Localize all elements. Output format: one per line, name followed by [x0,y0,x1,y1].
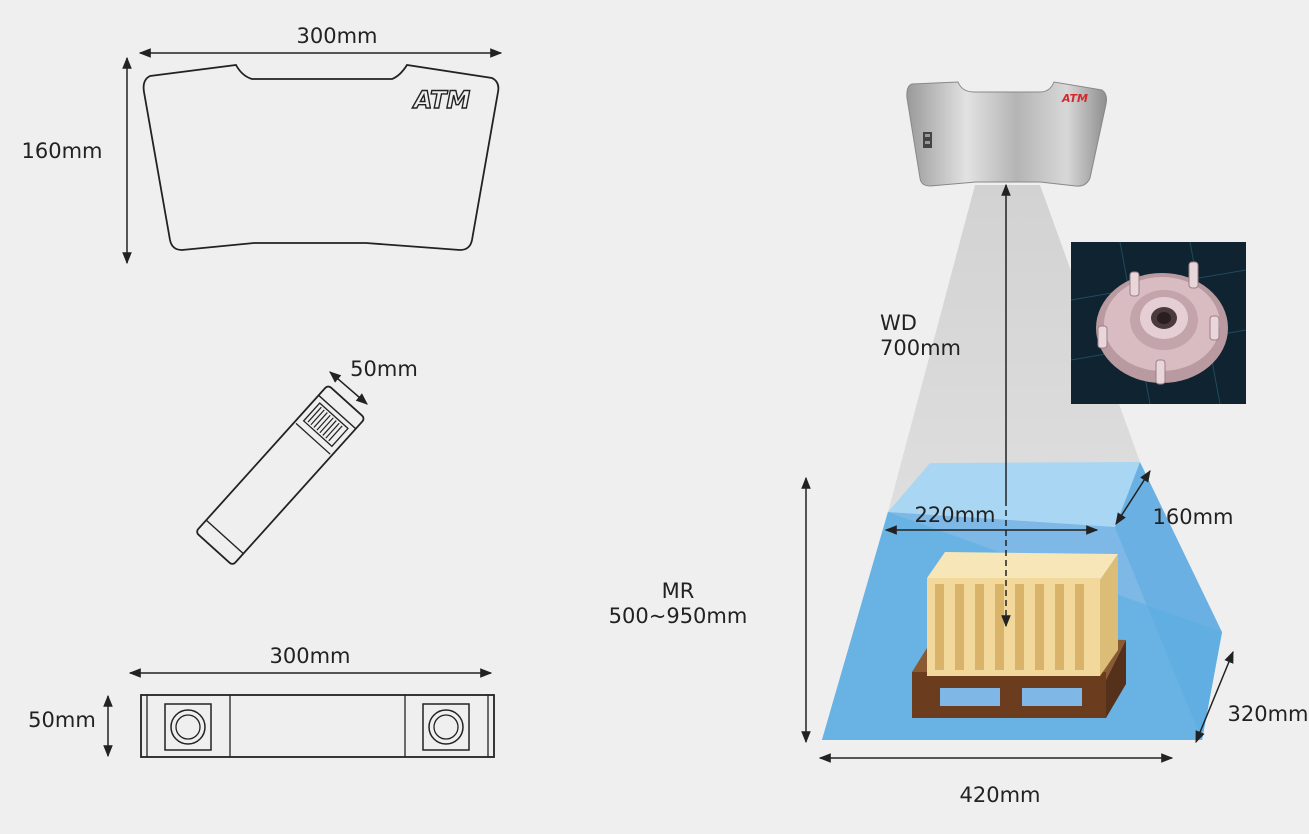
side-width-dimension [329,371,368,405]
mr-label: MR [662,579,695,603]
camera-top-outline [142,64,500,251]
near-depth-label: 160mm [1153,505,1234,529]
front-height-label: 50mm [28,708,96,732]
near-width-label: 220mm [915,503,996,527]
front-left-lens [164,703,212,751]
field-of-view: ATM [609,81,1309,807]
side-view: 50mm [196,357,418,565]
far-width-label: 420mm [960,783,1041,807]
camera-side-body [196,385,365,565]
wheel-hub [1096,261,1228,385]
top-height-label: 160mm [22,139,103,163]
far-depth-label: 320mm [1228,702,1309,726]
camera-3d: ATM [906,81,1107,187]
camera-side-lens [302,402,349,448]
top-view: ATM 300mm 160mm [22,24,503,265]
camera-top-logo: ATM [412,86,471,114]
camera-front-body [140,694,495,758]
fov-top-face [888,462,1140,527]
camera-connector [923,132,932,148]
camera-3d-logo: ATM [1061,92,1088,105]
projection-beam [888,185,1140,512]
crate [927,552,1118,676]
wd-value: 700mm [880,336,961,360]
side-width-label: 50mm [350,357,418,381]
far-depth-dimension [1195,650,1234,744]
mr-value: 500~950mm [609,604,748,628]
scan-inset [1070,241,1247,405]
front-right-lens [422,703,470,751]
near-depth-dimension [1115,469,1151,526]
front-view: 300mm 50mm [28,644,495,758]
top-width-label: 300mm [297,24,378,48]
front-width-label: 300mm [270,644,351,668]
wd-label: WD [880,311,917,335]
